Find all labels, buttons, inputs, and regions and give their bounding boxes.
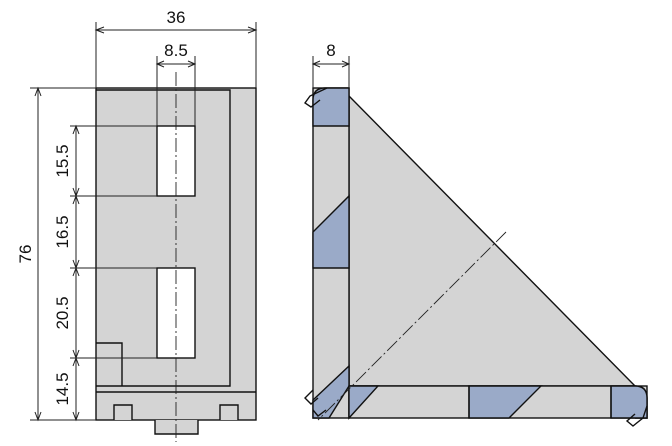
seg-dim-label-3: 20.5 xyxy=(53,296,72,329)
seg-dim-label-1: 15.5 xyxy=(53,144,72,177)
front-notch xyxy=(96,342,123,386)
side-view xyxy=(304,87,648,427)
height-dim-label: 76 xyxy=(16,245,35,264)
front-tab-left xyxy=(113,404,133,420)
side-center-line xyxy=(317,231,507,421)
section-vertical-bottom xyxy=(312,364,350,419)
section-vertical-mid xyxy=(312,194,350,269)
front-dimensions: 36 8.5 76 15.5 16.5 20.5 14.5 xyxy=(16,8,258,422)
side-dimensions: 8 xyxy=(311,41,351,88)
slot-width-dim-label: 8.5 xyxy=(164,41,188,60)
hook-bottom-left xyxy=(304,389,319,405)
front-bottom-stub xyxy=(154,420,199,435)
side-gusset xyxy=(348,94,637,387)
hook-top xyxy=(304,87,328,108)
thickness-dim-label: 8 xyxy=(326,41,335,60)
section-horizontal-right xyxy=(610,385,648,419)
width-dim-label: 36 xyxy=(167,8,186,27)
seg-dim-label-4: 14.5 xyxy=(53,372,72,405)
section-vertical-top xyxy=(312,87,350,127)
hook-bottom-left-2 xyxy=(312,409,327,417)
section-horizontal-left xyxy=(348,385,380,420)
front-tab-right xyxy=(219,404,239,420)
front-view xyxy=(95,72,257,442)
front-inner-outline xyxy=(96,89,231,387)
seg-dim-label-2: 16.5 xyxy=(53,215,72,248)
hook-bottom-right xyxy=(625,405,648,427)
